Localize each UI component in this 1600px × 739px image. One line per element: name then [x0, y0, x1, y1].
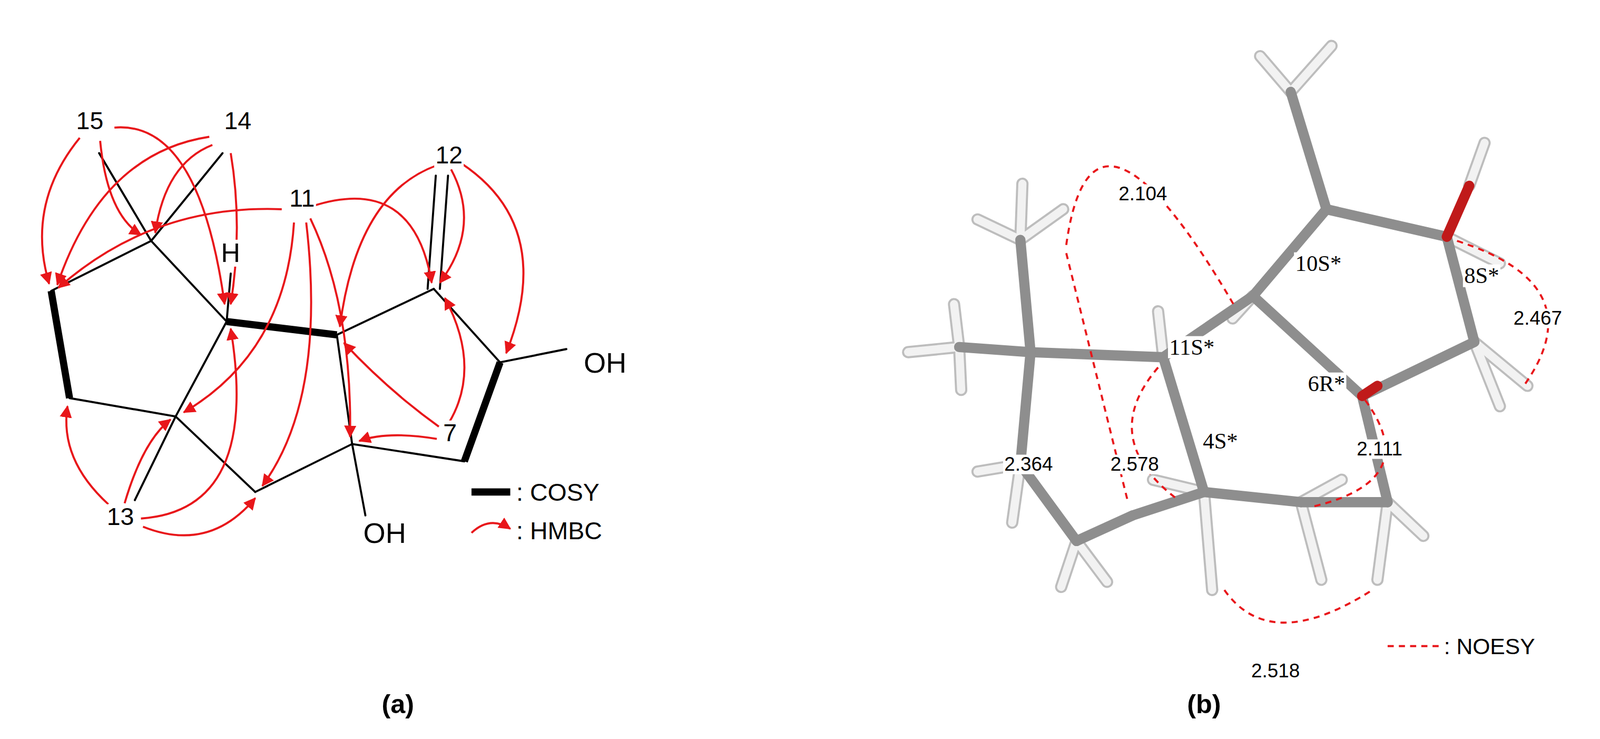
hydroxyl-label: OH — [582, 347, 628, 377]
stereo-label: 8S* — [1463, 264, 1500, 288]
atom-label: H — [220, 239, 242, 267]
panel-label: (b) — [1185, 690, 1222, 718]
atom-number: 15 — [75, 108, 105, 133]
noesy-lines — [1066, 165, 1549, 646]
legend-text: : COSY — [515, 479, 601, 504]
hmbc-arrows — [42, 127, 524, 536]
distance-label: 2.104 — [1117, 184, 1168, 204]
atom-number: 13 — [105, 504, 136, 529]
hydroxyl-label: OH — [362, 518, 408, 547]
stereo-label: 6R* — [1306, 372, 1347, 396]
stereo-label: 10S* — [1294, 251, 1343, 275]
atom-number: 11 — [288, 185, 316, 211]
distance-label: 2.518 — [1250, 660, 1301, 681]
distance-label: 2.467 — [1512, 308, 1564, 329]
stereo-label: 11S* — [1167, 335, 1216, 359]
distance-label: 2.364 — [1003, 454, 1054, 475]
bond-lines — [51, 152, 567, 515]
atom-number: 12 — [434, 142, 464, 168]
hmbc-sample — [471, 522, 511, 533]
atom-number: 7 — [442, 420, 458, 445]
distance-label: 2.111 — [1355, 439, 1404, 459]
cosy-bonds — [51, 290, 500, 461]
legend-text: : NOESY — [1443, 634, 1537, 658]
distance-label: 2.578 — [1109, 454, 1161, 475]
cosy-sample — [471, 488, 511, 496]
molecule-model — [908, 45, 1528, 590]
panel-label: (a) — [380, 690, 416, 718]
stereo-label: 4S* — [1201, 429, 1239, 453]
legend-text: : HMBC — [515, 518, 604, 543]
atom-number: 14 — [222, 108, 253, 133]
